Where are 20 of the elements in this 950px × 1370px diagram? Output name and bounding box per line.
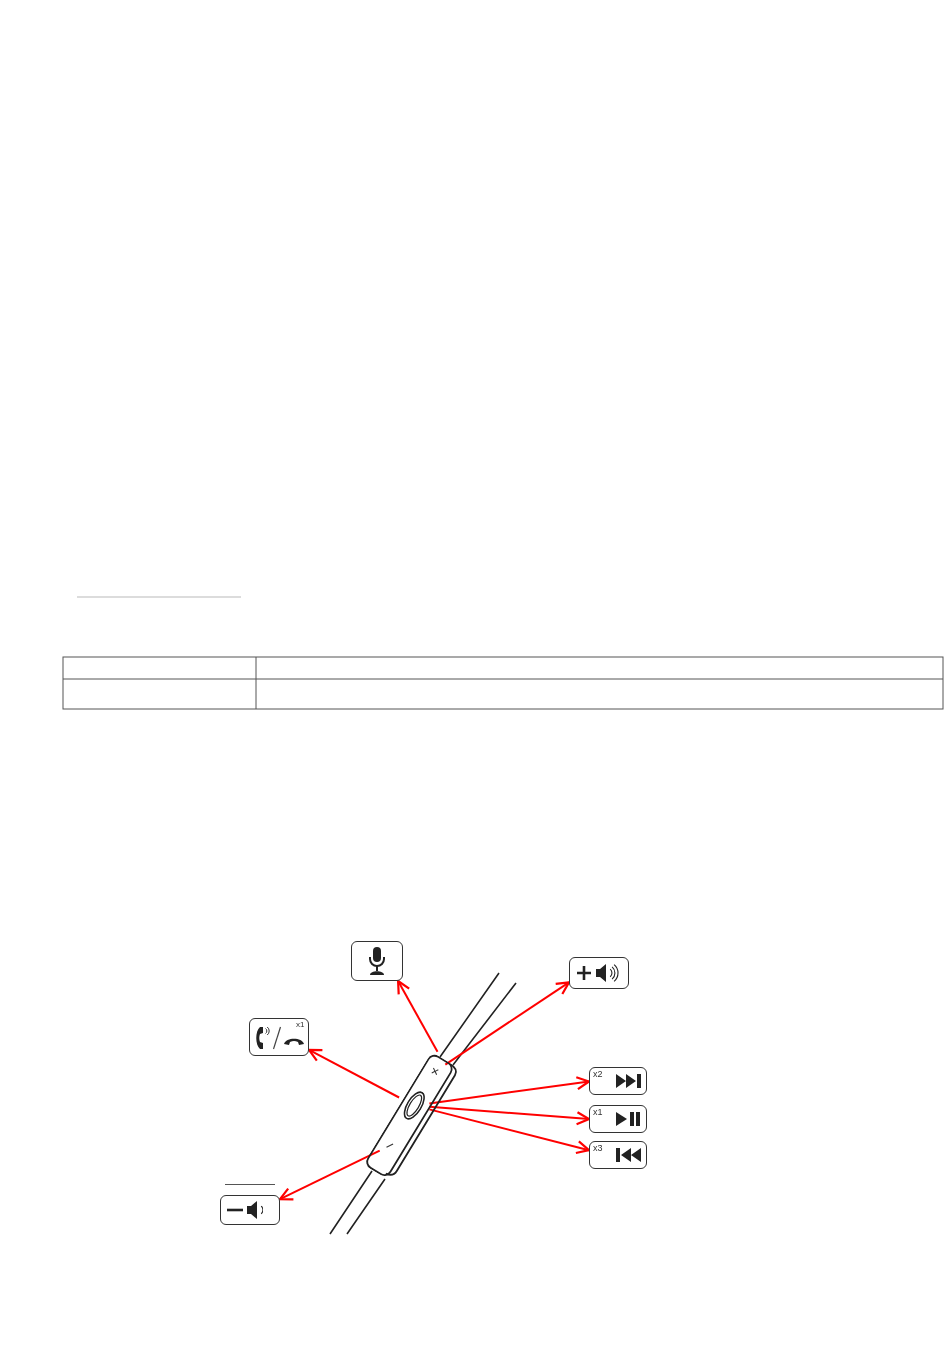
arrow — [428, 1105, 591, 1126]
arrow — [428, 1108, 591, 1155]
press-count: x1 — [593, 1108, 603, 1117]
arrow — [444, 981, 571, 1066]
icon-box — [589, 1105, 647, 1133]
arrow — [307, 1048, 401, 1099]
press-count: x2 — [593, 1070, 603, 1079]
icon-box — [220, 1195, 280, 1225]
icon-box — [589, 1141, 647, 1169]
icon-box — [569, 957, 629, 989]
plus-label: + — [424, 1060, 446, 1083]
icon-box — [351, 941, 403, 981]
arrow — [278, 1149, 381, 1201]
icon-box — [249, 1018, 309, 1056]
minus-label: − — [379, 1134, 401, 1157]
icon-box — [589, 1067, 647, 1095]
arrow — [397, 979, 439, 1053]
press-count: x1 — [296, 1021, 305, 1029]
arrow — [428, 1076, 591, 1105]
press-count: x3 — [593, 1144, 603, 1153]
